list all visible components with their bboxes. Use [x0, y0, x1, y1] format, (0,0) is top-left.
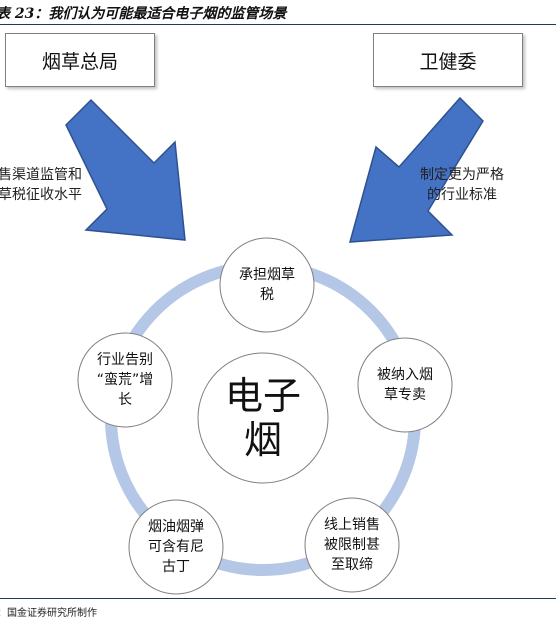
node-online-sales: 线上销售 被限制甚 至取缔: [324, 515, 380, 575]
node-monopoly: 被纳入烟 草专卖: [377, 365, 433, 405]
node-circle: [304, 497, 400, 593]
node-circle: [77, 332, 173, 428]
node-tobacco-tax: 承担烟草 税: [239, 265, 295, 305]
node-line: 线上销售: [324, 517, 380, 533]
center-line: 电子: [224, 374, 302, 418]
left-note-line: 售渠道监管和: [0, 167, 82, 183]
center-line: 烟: [243, 418, 283, 462]
agency-box-health: 卫健委: [373, 33, 523, 87]
node-line: 草专卖: [384, 387, 426, 403]
node-line: 承担烟草: [239, 267, 295, 283]
agency-box-health-label: 卫健委: [419, 50, 477, 73]
node-line: “蛮荒”增: [96, 372, 154, 388]
right-arrow: [348, 96, 484, 243]
agency-box-tobacco: 烟草总局: [5, 33, 155, 87]
header-bar: 表 23：我们认为可能最适合电子烟的监管场景: [0, 0, 556, 25]
node-line: 长: [117, 392, 132, 408]
node-line: 可含有尼: [148, 539, 204, 555]
node-line: 至取缔: [331, 557, 373, 573]
node-line: 被纳入烟: [377, 367, 433, 383]
node-line: 行业告别: [96, 352, 153, 368]
left-arrow: [65, 98, 186, 241]
node-circle: [128, 499, 224, 595]
node-nicotine: 烟油烟弹 可含有尼 古丁: [148, 517, 204, 577]
right-note-line: 制定更为严格: [420, 167, 504, 183]
node-line: 被限制甚: [324, 537, 380, 553]
center-label: 电子 烟: [225, 374, 301, 462]
source-note: ：国金证券研究所制作: [0, 608, 97, 619]
center-circle: [197, 352, 329, 484]
left-arrow-note: 售渠道监管和 草税征收水平: [0, 165, 82, 205]
agency-box-tobacco-label: 烟草总局: [41, 50, 118, 73]
node-line: 古丁: [162, 559, 190, 575]
node-line: 税: [260, 287, 274, 303]
node-circle: [219, 237, 315, 333]
left-note-line: 草税征收水平: [0, 187, 82, 203]
right-note-line: 的行业标准: [427, 187, 497, 203]
node-industry-growth: 行业告别 “蛮荒”增 长: [97, 350, 154, 410]
footer-rule: [0, 598, 556, 599]
right-arrow-note: 制定更为严格 的行业标准: [420, 165, 504, 205]
node-line: 烟油烟弹: [148, 519, 204, 535]
node-circle: [357, 337, 453, 433]
figure-title: 表 23：我们认为可能最适合电子烟的监管场景: [0, 6, 287, 22]
